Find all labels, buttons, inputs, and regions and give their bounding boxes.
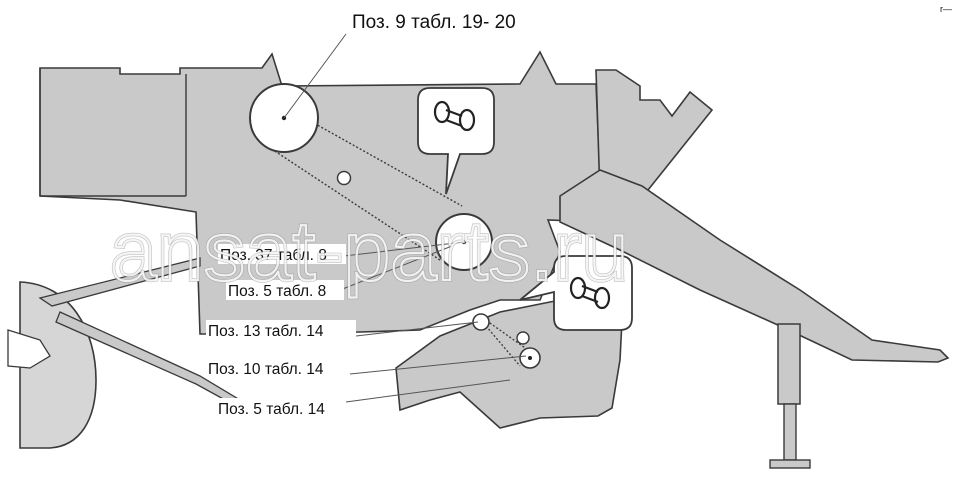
wheel-hub-left xyxy=(7,329,51,369)
chain-sprocket-a xyxy=(472,313,490,331)
label-bg-poz10 xyxy=(206,358,350,378)
leader-lines xyxy=(283,33,527,403)
strut-upper xyxy=(38,257,201,307)
label-poz5-t8: Поз. 5 табл. 8 xyxy=(228,283,326,300)
chain-link-bubble-lower xyxy=(519,255,633,331)
lower-housing xyxy=(395,299,623,429)
label-poz5-t14: Поз. 5 табл. 14 xyxy=(218,401,325,418)
chain-link-bubble-upper xyxy=(417,87,495,195)
label-bg-poz5-t8 xyxy=(226,280,344,300)
corner-mark: r— xyxy=(940,4,952,14)
upper-chain xyxy=(257,93,463,261)
jack-foot xyxy=(783,403,797,461)
label-bg-poz37 xyxy=(218,244,346,264)
left-panel-edge xyxy=(39,68,187,197)
chain-link-icon-lower xyxy=(569,276,611,310)
chain-idler-b xyxy=(516,331,530,345)
label-poz13: Поз. 13 табл. 14 xyxy=(208,323,324,340)
jack-base xyxy=(769,459,811,469)
label-bg-poz5-t14 xyxy=(214,398,346,418)
idler-small xyxy=(336,170,352,186)
label-poz37: Поз. 37 табл. 8 xyxy=(220,247,327,264)
watermark: ansat-parts.ru xyxy=(110,204,628,298)
watermark-outline: ansat-parts.ru xyxy=(110,204,628,298)
chain-sprocket-c-center xyxy=(528,356,532,360)
label-top: Поз. 9 табл. 19- 20 xyxy=(352,12,516,33)
support-jack xyxy=(777,323,801,405)
drawbar xyxy=(559,169,950,363)
chain-link-icon-upper xyxy=(433,100,476,132)
label-poz10: Поз. 10 табл. 14 xyxy=(208,361,324,378)
label-bg-poz13 xyxy=(206,320,356,340)
